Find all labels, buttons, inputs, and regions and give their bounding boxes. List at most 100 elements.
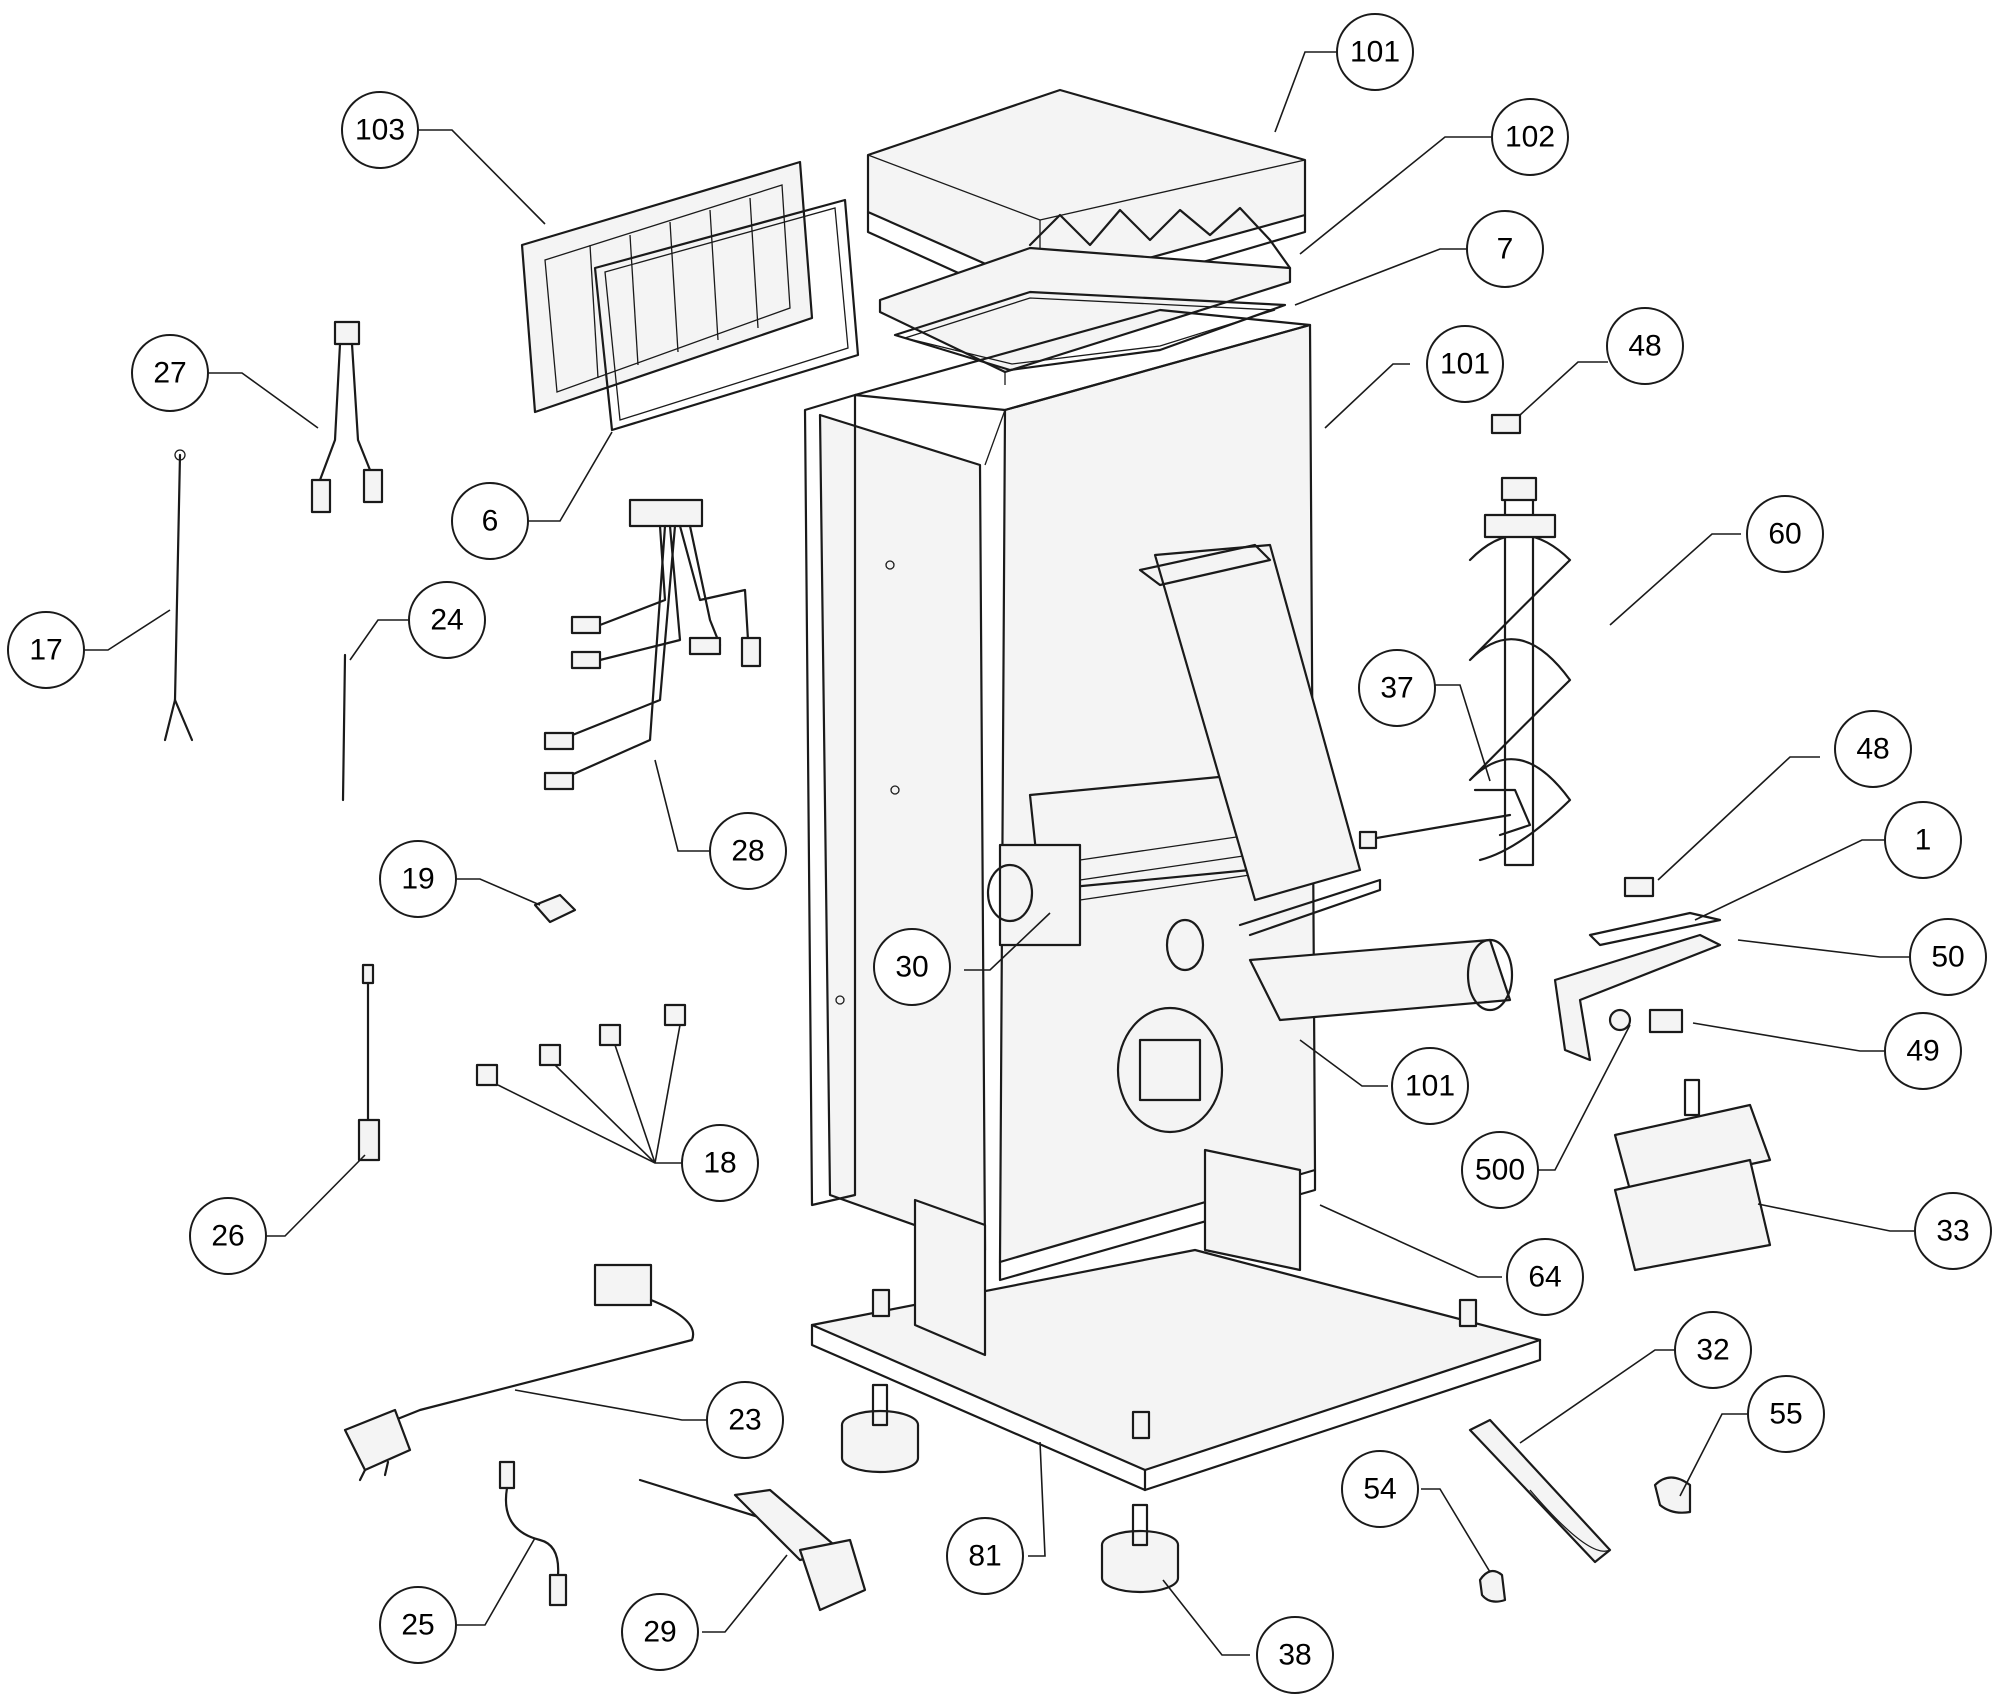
callout-50-bracket: 50 (1909, 918, 1987, 996)
part-sensor-37 (1358, 788, 1532, 850)
svg-text:24: 24 (430, 604, 463, 637)
callout-64-legs: 64 (1506, 1238, 1584, 1316)
svg-text:81: 81 (968, 1540, 1001, 1573)
svg-text:25: 25 (401, 1609, 434, 1642)
part-door-gasket (593, 198, 860, 432)
part-screw-500 (1608, 1008, 1632, 1032)
callout-500-screw: 500 (1461, 1131, 1539, 1209)
callout-29-igniter: 29 (621, 1593, 699, 1671)
part-igniter-29 (638, 1478, 867, 1612)
svg-text:18: 18 (703, 1147, 736, 1180)
part-power-cord-23 (343, 1263, 695, 1482)
svg-text:101: 101 (1405, 1070, 1455, 1103)
callout-27-wire: 27 (131, 334, 209, 412)
callout-101-side-panel: 101 (1426, 325, 1504, 403)
callout-54-clip: 54 (1341, 1450, 1419, 1528)
callout-30-fan-motor: 30 (873, 928, 951, 1006)
part-auger (1468, 476, 1572, 867)
svg-text:26: 26 (211, 1220, 244, 1253)
part-bushing-bottom (1623, 876, 1655, 898)
part-harness-28 (543, 498, 762, 791)
callout-101-top-cover: 101 (1336, 13, 1414, 91)
part-probe-24 (341, 653, 347, 802)
callout-26-wire: 26 (189, 1197, 267, 1275)
svg-text:37: 37 (1380, 672, 1413, 705)
part-rod-32 (1468, 1418, 1612, 1564)
svg-text:49: 49 (1906, 1035, 1939, 1068)
callout-23-power-cord: 23 (706, 1381, 784, 1459)
svg-text:64: 64 (1528, 1261, 1561, 1294)
part-top-cover (866, 88, 1307, 312)
callout-102-burner-grate: 102 (1491, 98, 1569, 176)
svg-text:60: 60 (1768, 518, 1801, 551)
svg-text:101: 101 (1440, 348, 1490, 381)
callout-55-clip: 55 (1747, 1375, 1825, 1453)
callout-101-front-panel: 101 (1391, 1047, 1469, 1125)
part-wire-26 (357, 963, 381, 1162)
svg-text:27: 27 (153, 357, 186, 390)
svg-text:33: 33 (1936, 1215, 1969, 1248)
callout-1-plate: 1 (1884, 801, 1962, 879)
callout-81-base-plate: 81 (946, 1517, 1024, 1595)
svg-text:50: 50 (1931, 941, 1964, 974)
callout-48-upper-bushing: 48 (1606, 307, 1684, 385)
leader-lines (80, 51, 1918, 1656)
part-plate-1 (1588, 911, 1722, 947)
part-feed-chute (1138, 543, 1514, 1022)
svg-text:54: 54 (1363, 1473, 1396, 1506)
svg-text:48: 48 (1856, 733, 1889, 766)
callout-38-feet: 38 (1256, 1616, 1334, 1694)
callout-33-gear-motor: 33 (1914, 1192, 1992, 1270)
part-gear-motor (1613, 1078, 1772, 1272)
svg-text:19: 19 (401, 863, 434, 896)
callout-17-thermocouple: 17 (7, 611, 85, 689)
part-bracket-50 (1553, 933, 1722, 1062)
svg-text:30: 30 (895, 951, 928, 984)
callout-48-lower-bushing: 48 (1834, 710, 1912, 788)
svg-text:23: 23 (728, 1404, 761, 1437)
callout-103-door-frame: 103 (341, 91, 419, 169)
svg-text:7: 7 (1497, 233, 1514, 266)
part-clip-55 (1653, 1476, 1692, 1514)
svg-text:32: 32 (1696, 1334, 1729, 1367)
part-terminals-18 (475, 1003, 687, 1087)
part-bushing-top (1490, 413, 1522, 435)
part-door-frame (520, 160, 814, 414)
part-base-plate (810, 1148, 1542, 1492)
svg-text:48: 48 (1628, 330, 1661, 363)
part-gasket-7 (893, 290, 1287, 372)
part-thermocouple-17 (163, 449, 194, 742)
callout-25-wire: 25 (379, 1586, 457, 1664)
part-burner-grate (878, 206, 1292, 385)
callout-60-auger: 60 (1746, 495, 1824, 573)
svg-text:102: 102 (1505, 121, 1555, 154)
callout-32-rod: 32 (1674, 1311, 1752, 1389)
part-wire-25 (498, 1460, 568, 1607)
part-fan-motor (986, 773, 1252, 947)
svg-text:38: 38 (1278, 1639, 1311, 1672)
callout-19-clip: 19 (379, 840, 457, 918)
part-spacer-49 (1648, 1008, 1684, 1034)
svg-text:1: 1 (1915, 824, 1932, 857)
svg-text:17: 17 (29, 634, 62, 667)
part-feet (840, 1383, 1180, 1594)
callout-37-sensor: 37 (1358, 649, 1436, 727)
svg-text:55: 55 (1769, 1398, 1802, 1431)
callout-7-gasket: 7 (1466, 210, 1544, 288)
callout-24-probe: 24 (408, 581, 486, 659)
part-wire-27 (310, 320, 384, 514)
svg-text:28: 28 (731, 835, 764, 868)
svg-text:6: 6 (482, 505, 499, 538)
callout-6-door-gasket: 6 (451, 482, 529, 560)
svg-text:500: 500 (1475, 1154, 1525, 1187)
svg-text:29: 29 (643, 1616, 676, 1649)
part-clip-19 (533, 893, 577, 924)
svg-text:103: 103 (355, 114, 405, 147)
svg-text:101: 101 (1350, 36, 1400, 69)
callout-18-terminals: 18 (681, 1124, 759, 1202)
callout-28-harness: 28 (709, 812, 787, 890)
part-clip-54 (1478, 1569, 1507, 1603)
callout-49-spacer: 49 (1884, 1012, 1962, 1090)
